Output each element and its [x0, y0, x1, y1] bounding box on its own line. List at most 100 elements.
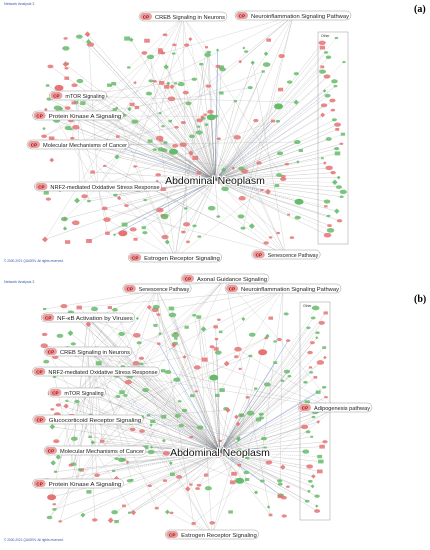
upregulated-node	[162, 33, 168, 37]
downregulated-node	[238, 413, 245, 418]
edge	[198, 126, 216, 181]
edge	[214, 179, 329, 217]
pathway-edge	[77, 82, 136, 117]
cp-tag	[226, 285, 238, 292]
pathway-pill	[43, 445, 147, 456]
cp-tag	[182, 275, 194, 282]
edge	[219, 411, 316, 453]
downregulated-node	[53, 470, 58, 473]
pathway-edge	[242, 15, 294, 229]
downregulated-node	[215, 393, 220, 397]
downregulated-node	[325, 55, 332, 59]
upregulated-node	[164, 84, 170, 89]
upregulated-node	[101, 206, 108, 211]
upregulated-node	[189, 483, 193, 486]
downregulated-node	[42, 126, 46, 131]
edge	[219, 451, 271, 516]
upregulated-node	[285, 339, 291, 342]
edge	[56, 120, 216, 181]
pathway-edge	[104, 350, 213, 536]
panel-letter: (b)	[414, 294, 426, 305]
downregulated-node	[190, 394, 195, 398]
edge	[219, 451, 318, 512]
downregulated-node	[216, 449, 221, 453]
edge	[66, 400, 221, 453]
downregulated-node	[263, 382, 271, 387]
edge	[219, 436, 312, 453]
downregulated-node	[273, 361, 278, 364]
downregulated-node	[339, 195, 344, 198]
downregulated-node	[139, 362, 144, 366]
highlight-node	[294, 198, 304, 205]
downregulated-node	[283, 312, 289, 316]
upregulated-node	[223, 360, 230, 367]
edge	[219, 451, 320, 457]
edge	[76, 401, 221, 453]
upregulated-node	[64, 106, 71, 110]
edge	[198, 317, 221, 453]
pathway-edge	[77, 144, 90, 202]
cp-tag	[129, 254, 142, 261]
downregulated-node	[163, 64, 169, 70]
upregulated-node	[209, 521, 216, 525]
cp-tag-text: CP	[185, 276, 191, 281]
upregulated-node	[105, 231, 110, 235]
downregulated-node	[276, 173, 283, 177]
upregulated-node	[196, 483, 202, 487]
upregulated-node	[263, 241, 269, 245]
edge	[173, 344, 221, 453]
upregulated-node	[318, 320, 325, 325]
pathway-edge	[280, 288, 284, 485]
downregulated-node	[62, 226, 68, 231]
pathway-pill	[49, 90, 107, 101]
upregulated-node	[92, 518, 98, 522]
upregulated-node	[176, 475, 183, 479]
downregulated-node	[248, 332, 256, 337]
downregulated-node	[153, 323, 158, 327]
pathway-edge	[174, 189, 263, 259]
downregulated-node	[293, 72, 299, 76]
upregulated-node	[234, 346, 242, 352]
upregulated-node	[281, 514, 287, 518]
cp-tag-text: CP	[36, 369, 42, 374]
upregulated-node	[195, 487, 200, 491]
pathway-edge	[128, 288, 158, 383]
highlight-node	[258, 349, 268, 356]
downregulated-node	[177, 81, 185, 87]
pathway-edge	[159, 15, 294, 211]
upregulated-node	[234, 355, 239, 359]
upregulated-node	[268, 316, 274, 320]
downregulated-node	[142, 388, 149, 393]
downregulated-node	[310, 316, 316, 320]
edge	[136, 107, 216, 181]
pathway-pill	[26, 139, 130, 150]
upregulated-node	[115, 135, 120, 138]
downregulated-node	[265, 333, 270, 339]
downregulated-node	[127, 106, 132, 112]
downregulated-node	[218, 65, 224, 69]
edge	[214, 153, 338, 181]
upregulated-node	[231, 166, 235, 170]
cp-tag	[49, 389, 62, 396]
downregulated-node	[248, 354, 253, 358]
upregulated-node	[172, 43, 177, 47]
pathway-edge	[77, 144, 168, 243]
pathway-edge	[58, 404, 213, 536]
edge	[214, 179, 337, 212]
edge	[160, 49, 216, 181]
upregulated-node	[322, 440, 328, 444]
upregulated-node	[268, 236, 273, 239]
downregulated-node	[317, 454, 323, 459]
downregulated-node	[148, 79, 154, 83]
downregulated-node	[310, 484, 315, 489]
edge	[214, 42, 323, 181]
pathway-edge	[156, 288, 194, 524]
upregulated-node	[191, 522, 196, 525]
downregulated-node	[164, 239, 170, 245]
downregulated-node	[277, 482, 283, 486]
upregulated-node	[320, 103, 328, 108]
upregulated-node	[234, 414, 239, 420]
downregulated-node	[324, 93, 331, 98]
downregulated-node	[141, 226, 146, 230]
